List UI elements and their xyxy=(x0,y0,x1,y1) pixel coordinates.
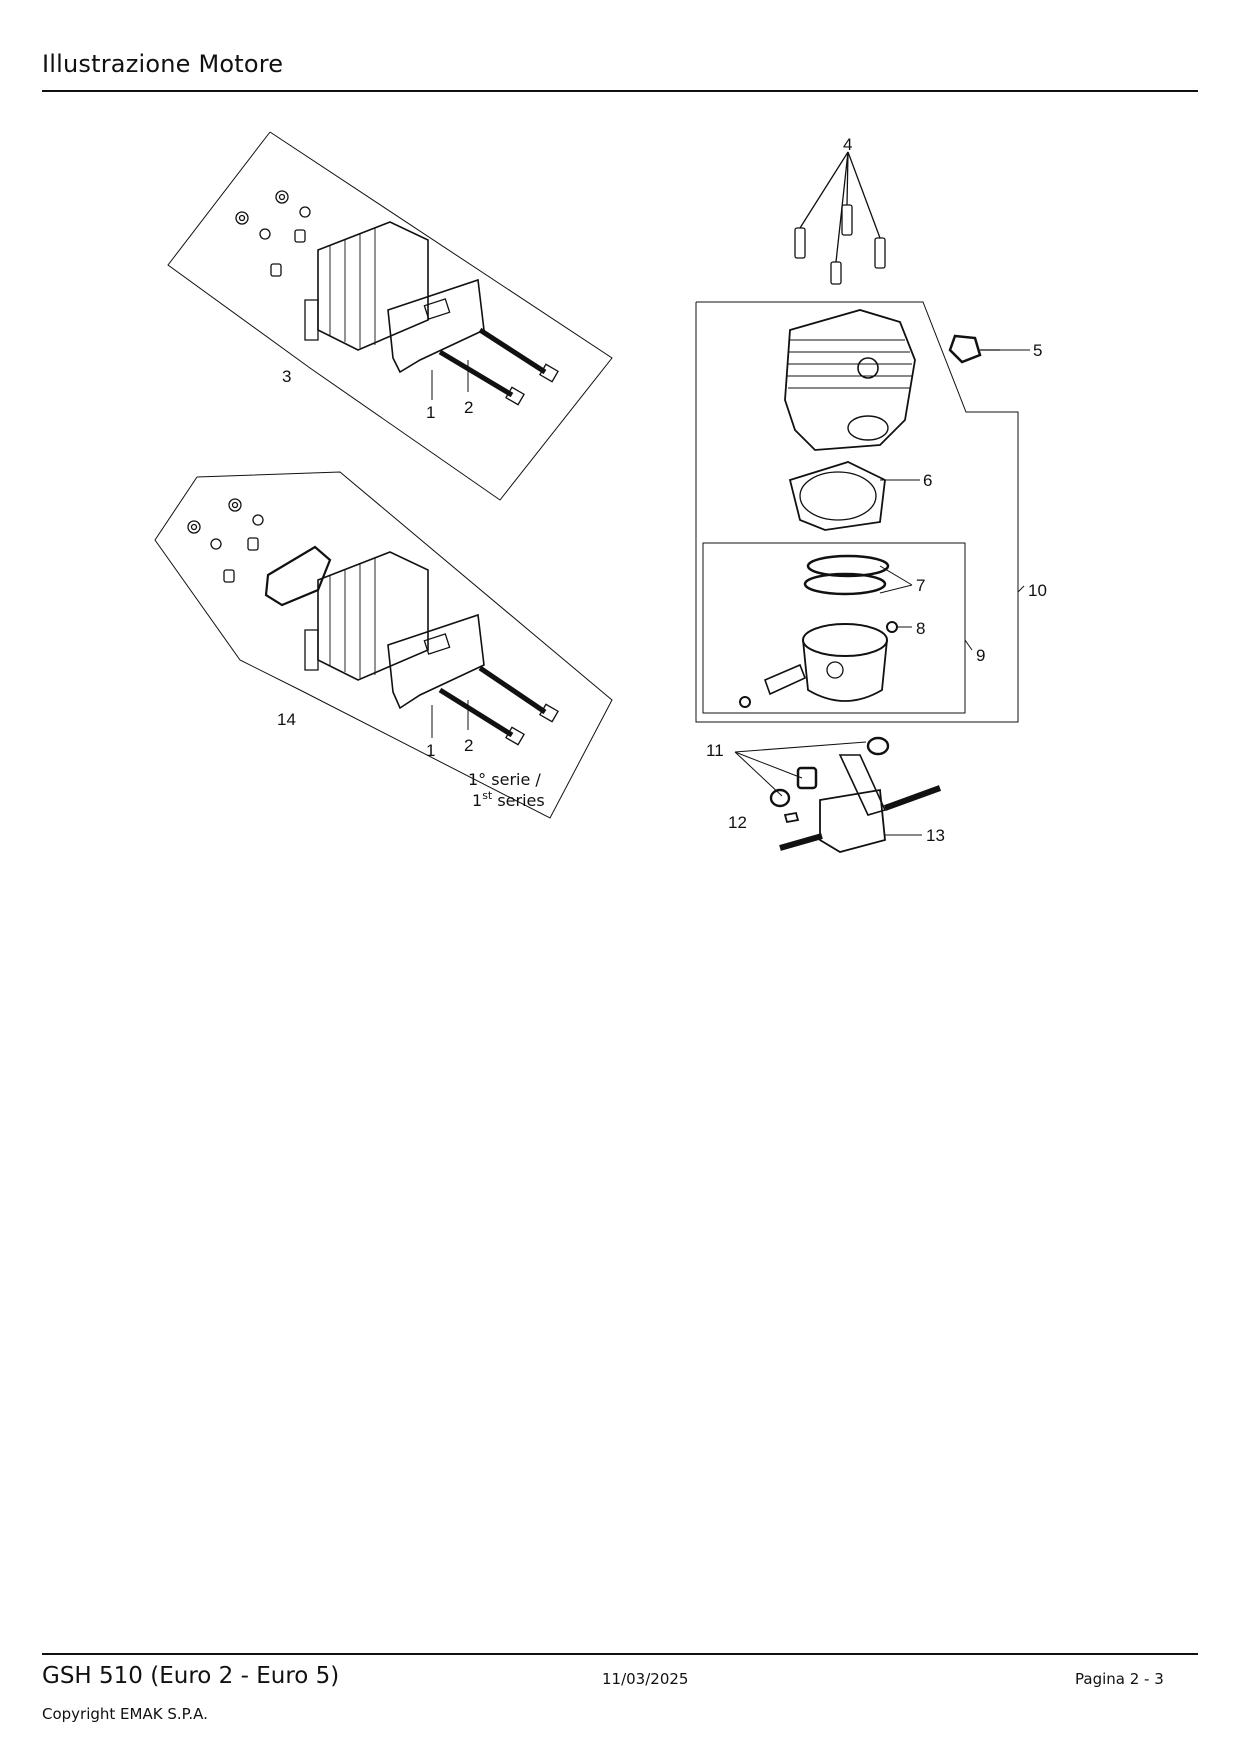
callout-9: 9 xyxy=(976,646,985,665)
screw-icon xyxy=(247,537,259,551)
muffler-body xyxy=(317,551,429,681)
callout-7: 7 xyxy=(916,576,925,595)
screw-icon xyxy=(294,229,306,243)
callout-8: 8 xyxy=(916,619,925,638)
callout-13: 13 xyxy=(926,826,945,845)
piston-rings-7 xyxy=(803,554,913,596)
screw-icon xyxy=(841,204,853,236)
callout-2: 2 xyxy=(464,736,473,755)
bolt-2 xyxy=(478,327,547,375)
muffler-group-14 xyxy=(154,471,613,819)
cylinder-screws-4 xyxy=(794,151,886,285)
washer-icon xyxy=(252,514,264,526)
piston-pin xyxy=(763,663,807,696)
muffler-body xyxy=(317,221,429,351)
muffler-3-frame xyxy=(167,131,613,501)
callout-1: 1 xyxy=(426,403,435,422)
callout-6: 6 xyxy=(923,471,932,490)
callout-10: 10 xyxy=(1028,581,1047,600)
screw-icon xyxy=(830,261,842,285)
spark-plug-5 xyxy=(948,334,1030,364)
crankshaft-13 xyxy=(779,754,942,853)
callout-2: 2 xyxy=(464,398,473,417)
engine-exploded-diagram: 3 1 2 14 1 2 1° serie / 1st series 4 5 6… xyxy=(154,131,1047,853)
muffler-group-3 xyxy=(167,131,613,501)
nut-icon xyxy=(228,498,242,512)
washer-icon xyxy=(299,206,311,218)
series-note: 1° serie / xyxy=(468,770,541,789)
screw-icon xyxy=(874,237,886,269)
callout-14: 14 xyxy=(277,710,296,729)
circlip-8 xyxy=(739,621,912,708)
callout-1: 1 xyxy=(426,741,435,760)
nut-icon xyxy=(187,520,201,534)
washer-icon xyxy=(210,538,222,550)
washer-icon xyxy=(259,228,271,240)
footer-divider xyxy=(42,1653,1198,1655)
callout-3: 3 xyxy=(282,367,291,386)
screw-icon xyxy=(223,569,235,583)
bearings-11 xyxy=(734,736,890,808)
header-divider xyxy=(42,90,1198,92)
bolt-2 xyxy=(438,349,514,398)
screw-icon xyxy=(794,227,806,259)
series-note-line2: 1st series xyxy=(472,789,545,810)
page-title: Illustrazione Motore xyxy=(42,50,284,78)
piston xyxy=(802,623,888,702)
bolt-2 xyxy=(438,687,514,738)
key-12 xyxy=(783,811,800,824)
callout-5: 5 xyxy=(1033,341,1042,360)
callout-11: 11 xyxy=(706,741,724,760)
footer-copyright: Copyright EMAK S.P.A. xyxy=(42,1705,208,1723)
bolt-2 xyxy=(478,665,547,715)
gasket-1 xyxy=(387,278,485,374)
footer-model: GSH 510 (Euro 2 - Euro 5) xyxy=(42,1663,340,1689)
nut-icon xyxy=(275,190,289,204)
nut-icon xyxy=(235,211,249,225)
cylinder-base-gasket-6 xyxy=(788,461,920,531)
cylinder xyxy=(784,309,916,451)
footer-date: 11/03/2025 xyxy=(602,1670,689,1688)
piston-kit-9-frame xyxy=(702,542,966,714)
screw-icon xyxy=(270,263,282,277)
gasket-1 xyxy=(387,613,485,710)
footer-page-number: Pagina 2 - 3 xyxy=(1075,1670,1164,1688)
muffler-14-frame xyxy=(154,471,613,819)
cylinder-kit-10-frame xyxy=(695,301,1019,723)
callout-12: 12 xyxy=(728,813,747,832)
callout-4: 4 xyxy=(843,135,852,154)
muffler-cover-plate xyxy=(264,545,332,607)
